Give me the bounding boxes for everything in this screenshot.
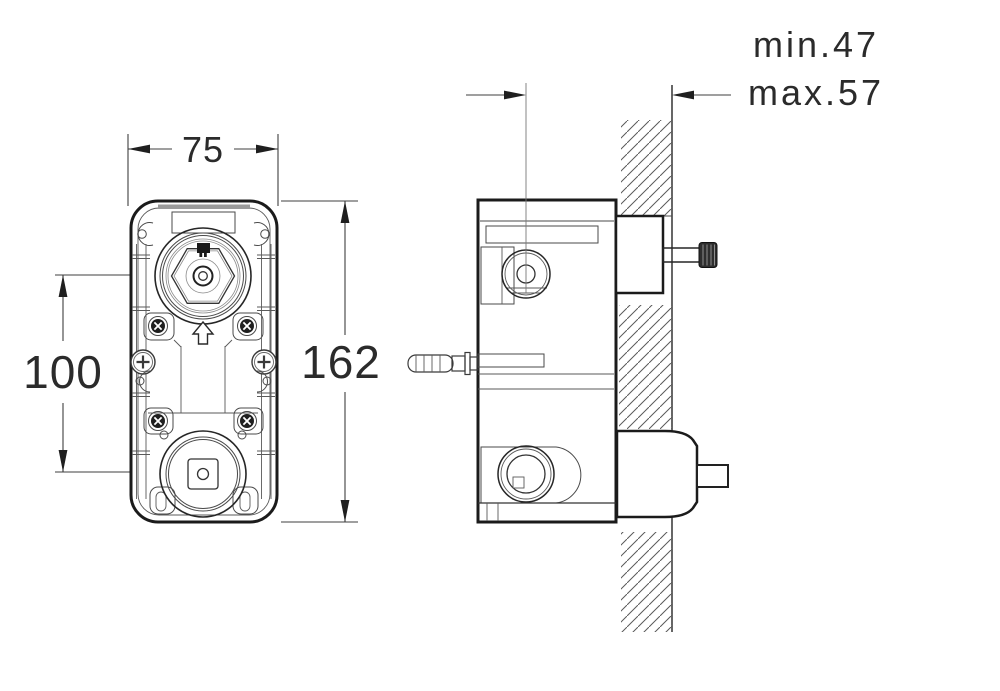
upper-valve-ring [162,235,244,317]
lower-valve-side [478,445,616,521]
cross-screw-icon [147,315,169,337]
cross-screw-icon [147,410,169,432]
depth-min-label: min.47 [753,24,879,65]
lug-outline-left [143,407,174,435]
dimension-depth: min.47 max.57 [466,24,884,293]
lug-outline-right [232,312,264,341]
lug-outline-left [143,312,175,341]
upper-valve-ring [159,232,247,320]
dimension-height: 162 [281,200,381,523]
height-label: 162 [301,336,381,388]
arrow-up-icon [340,201,350,223]
arrow-down-icon [340,500,350,522]
depth-max-label: max.57 [748,72,884,113]
foot-slot-left [155,491,167,512]
lower-outlet-bonnet [615,429,699,519]
knurled-knob [698,242,718,268]
lower-valve-inner-ring [500,448,552,500]
wall-section [618,85,673,632]
cross-screw-icon [236,410,258,432]
lower-valve-ring [168,439,238,509]
lower-spindle [696,464,729,488]
top-edge-shading [158,204,250,209]
cartridge-circle [185,258,221,294]
knurl-lines [702,244,715,266]
arrow-left-icon [672,90,694,100]
wall-hatch-middle [619,305,672,429]
lower-outlet [615,429,729,519]
hex-nut-inner [173,250,233,302]
side-tab-holes [135,370,272,393]
dimension-port-spacing: 100 [23,274,172,473]
hex-nut-outline [170,248,236,304]
upper-spindle [662,247,701,263]
wall-hatch-upper [621,120,672,216]
wall-anchor-screw [407,351,614,390]
lug-hole-right [237,430,247,440]
width-extension-lines [127,134,279,206]
flow-direction-arrow-icon [191,320,215,345]
ear-hole-left [137,229,147,239]
lower-mounting-lugs [143,407,264,440]
width-label: 75 [182,129,224,170]
spindle-bore [192,265,214,287]
wall-hatch-lower [621,532,672,632]
dimension-width: 75 [127,129,279,206]
lower-valve-port [159,430,247,518]
anchor-ribs [415,355,441,372]
tab-hole-left [135,376,145,386]
mounting-ear-tabs [137,222,270,246]
arrow-right-icon [256,144,278,154]
socket-center-hole [196,467,210,481]
spindle-center [198,271,208,281]
square-socket [187,458,219,490]
lug-outline-right [233,407,264,435]
screw-shaft [477,353,545,368]
side-view: min.47 max.57 [407,24,884,632]
phillips-screw-icon [250,348,278,376]
arrow-left-icon [128,144,150,154]
upper-valve-rib [167,240,239,312]
lug-hole-left [159,430,169,440]
middle-mounting-lugs [143,312,264,345]
bore-notch [512,476,525,489]
foot-slot-right [239,491,251,512]
shaft-guide-lines [478,373,614,390]
lower-valve-housing [480,446,582,504]
cartridge-block [480,246,515,305]
upper-outlet-box [614,214,665,295]
foot-right [232,486,259,515]
tab-outlines [139,370,268,393]
anchor-flange [464,351,471,376]
arrow-up-icon [58,275,68,297]
upper-valve-port [154,227,252,325]
upper-valve-rib [165,238,241,314]
top-slot [485,225,599,244]
center-column-lines [148,339,258,414]
cross-screw-icon [236,315,258,337]
port-spacing-label: 100 [23,346,103,398]
front-view: 75 100 162 [23,129,381,524]
upper-outlet [614,214,718,295]
side-body-outline [476,198,618,524]
anchor-plug [407,354,454,373]
arrow-right-icon [504,90,526,100]
anchor-collar [451,355,466,372]
arrow-down-icon [58,450,68,472]
tab-hole-right [262,376,272,386]
phillips-screw-icon [129,348,157,376]
lower-valve-bore [506,454,546,494]
lower-valve-ring [165,436,241,512]
clip-marker-icon [197,243,210,257]
bottom-ticks [486,503,499,521]
ear-hole-right [260,229,270,239]
lower-valve-outer-ring [159,430,247,518]
lower-valve-circle [497,445,555,503]
